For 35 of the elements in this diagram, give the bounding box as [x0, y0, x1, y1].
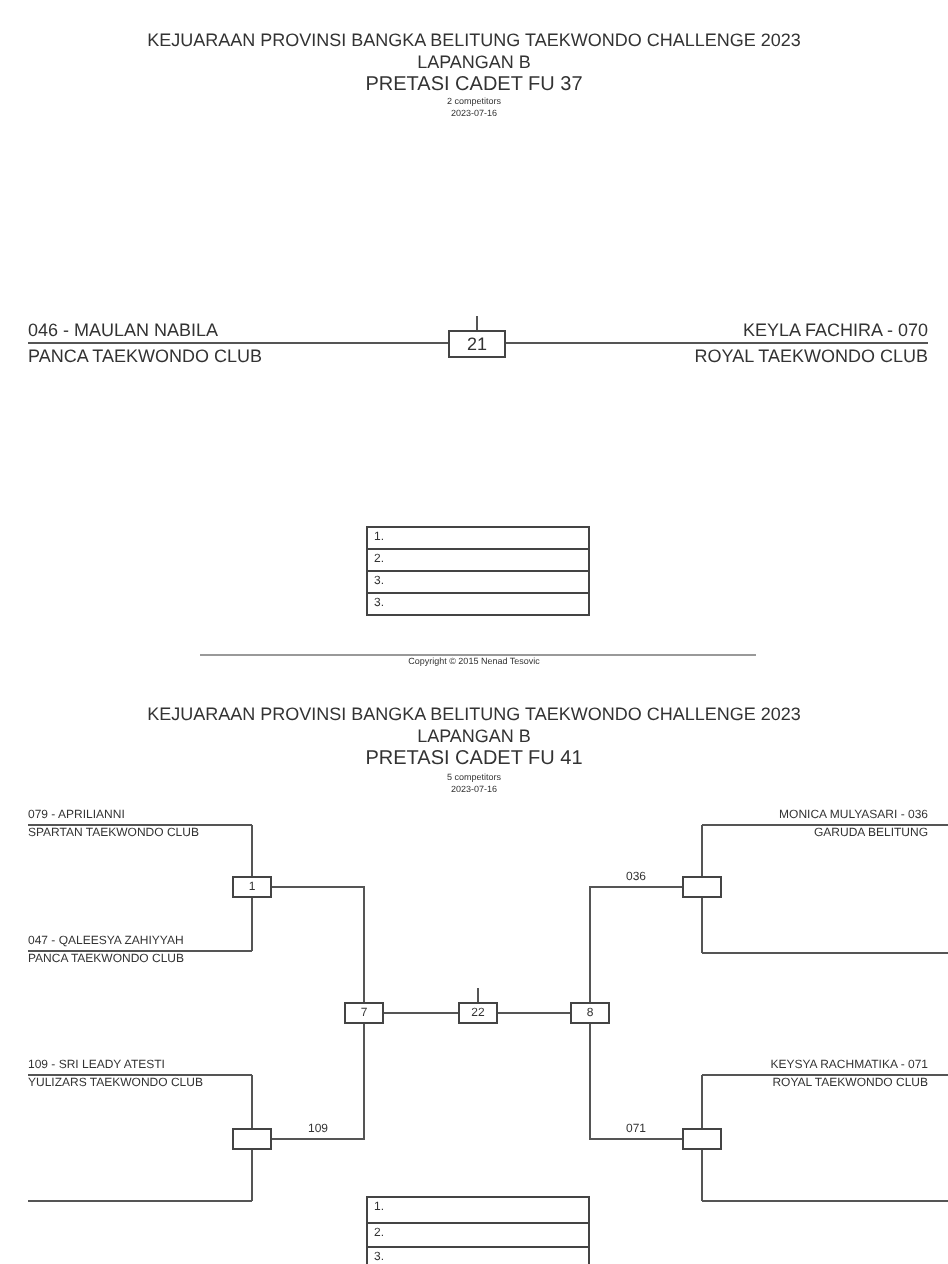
- bracket-line: [251, 897, 253, 952]
- heading: KEJUARAAN PROVINSI BANGKA BELITUNG TAEKWONDO CHALLENGE 2023: [147, 29, 801, 51]
- empty-slot-line: [702, 1200, 948, 1202]
- bracket-line: [505, 342, 601, 345]
- heading: KEJUARAAN PROVINSI BANGKA BELITUNG TAEKWONDO CHALLENGE 2023: [147, 703, 801, 725]
- match-box: [232, 1128, 272, 1150]
- bracket-line: [701, 824, 703, 877]
- bracket-line: [251, 1074, 253, 1129]
- bracket-line: [701, 1149, 703, 1202]
- bracket-line: [383, 1012, 459, 1014]
- competitor-name: KEYLA FACHIRA - 070: [600, 320, 928, 344]
- bracket-line: [271, 886, 365, 1003]
- bracket-line: [251, 824, 253, 877]
- bracket-line: [701, 1074, 703, 1129]
- bracket-line: [251, 1149, 253, 1202]
- bracket-line: [287, 342, 449, 345]
- heading: LAPANGAN B: [417, 725, 531, 747]
- match-box: [682, 876, 722, 898]
- competitor-name: 046 - MAULAN NABILA: [28, 320, 288, 344]
- bracket-line: [477, 987, 479, 1003]
- bracket-line: [701, 897, 703, 954]
- heading: LAPANGAN B: [417, 51, 531, 73]
- bracket-line: [589, 1023, 683, 1140]
- bracket-line: [476, 315, 478, 331]
- empty-slot-line: [28, 1200, 252, 1202]
- bracket-line: [497, 1012, 571, 1014]
- bracket-line: [589, 886, 683, 1003]
- club-name: ROYAL TAEKWONDO CLUB: [694, 346, 928, 370]
- heading: PRETASI CADET FU 41: [365, 748, 583, 772]
- heading: PRETASI CADET FU 37: [365, 74, 583, 97]
- bracket-line: [271, 1023, 365, 1140]
- empty-slot-line: [702, 952, 948, 954]
- club-name: PANCA TAEKWONDO CLUB: [28, 346, 263, 370]
- match-box: 21: [448, 330, 506, 358]
- match-box: [682, 1128, 722, 1150]
